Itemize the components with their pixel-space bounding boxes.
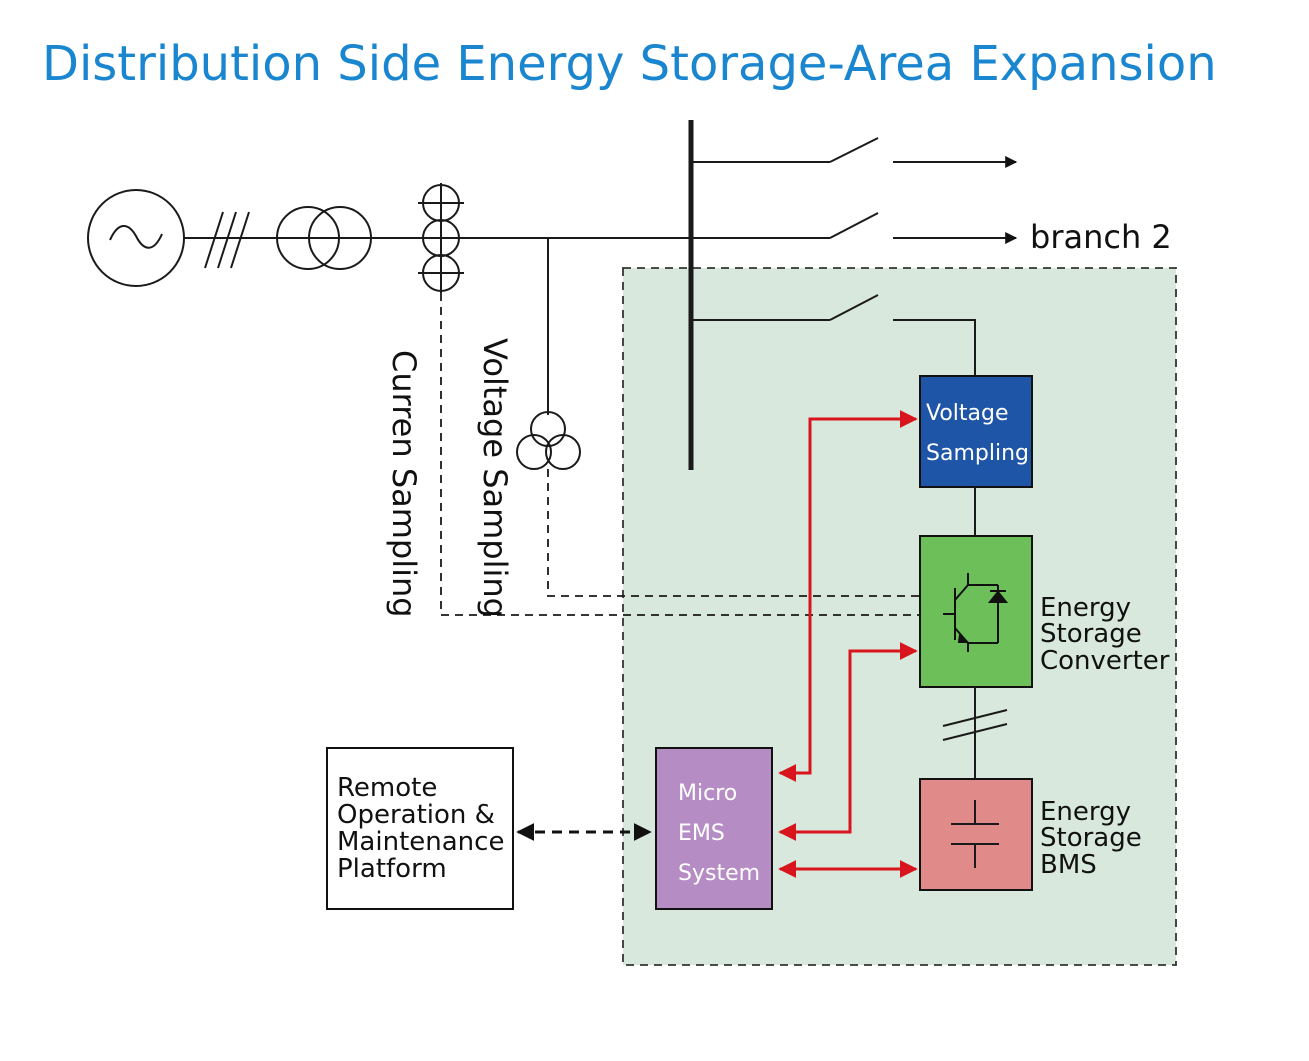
page-title: Distribution Side Energy Storage-Area Ex…: [42, 36, 1217, 92]
bms-line3: BMS: [1040, 850, 1097, 880]
remote-line4: Platform: [337, 854, 447, 884]
remote-line2: Operation &: [337, 800, 495, 830]
remote-line3: Maintenance: [337, 827, 504, 857]
current-transformer-icon: [418, 183, 464, 293]
converter-line1: Energy: [1040, 593, 1131, 623]
feeder-2: [829, 212, 1018, 244]
voltage-sampling-line: [547, 469, 920, 597]
ems-line1: Micro: [678, 781, 737, 806]
feeder-3: [691, 294, 976, 376]
ems-converter-link: [778, 642, 918, 841]
generator-icon: [87, 189, 185, 287]
voltage-sampling-line1: Voltage: [926, 401, 1009, 426]
voltage-sampling-side-label: Voltage Sampling: [476, 338, 514, 618]
igbt-icon: [943, 573, 1009, 652]
power-transformer-icon: [276, 206, 372, 270]
bms-line2: Storage: [1040, 823, 1142, 853]
ems-line3: System: [678, 861, 760, 886]
converter-line2: Storage: [1040, 619, 1142, 649]
bms-box: [919, 778, 1033, 891]
converter-box: [919, 535, 1033, 688]
capacitor-icon: [951, 800, 999, 868]
bms-line1: Energy: [1040, 797, 1131, 827]
remote-platform-box: [326, 747, 514, 910]
three-phase-marker-icon: [204, 211, 250, 269]
voltage-sampling-box: [919, 375, 1033, 488]
ems-line2: EMS: [678, 821, 725, 846]
current-sampling-line: [440, 293, 920, 616]
voltage-sampling-line2: Sampling: [926, 441, 1029, 466]
voltage-transformer-icon: [516, 238, 581, 470]
ems-box: [655, 747, 773, 910]
branch-2-label: branch 2: [1030, 218, 1172, 256]
remote-line1: Remote: [337, 773, 437, 803]
dc-marker-icon: [942, 709, 1008, 741]
feeder-1: [691, 137, 1018, 168]
converter-line3: Converter: [1040, 646, 1170, 676]
current-sampling-label: Curren Sampling: [385, 350, 423, 618]
